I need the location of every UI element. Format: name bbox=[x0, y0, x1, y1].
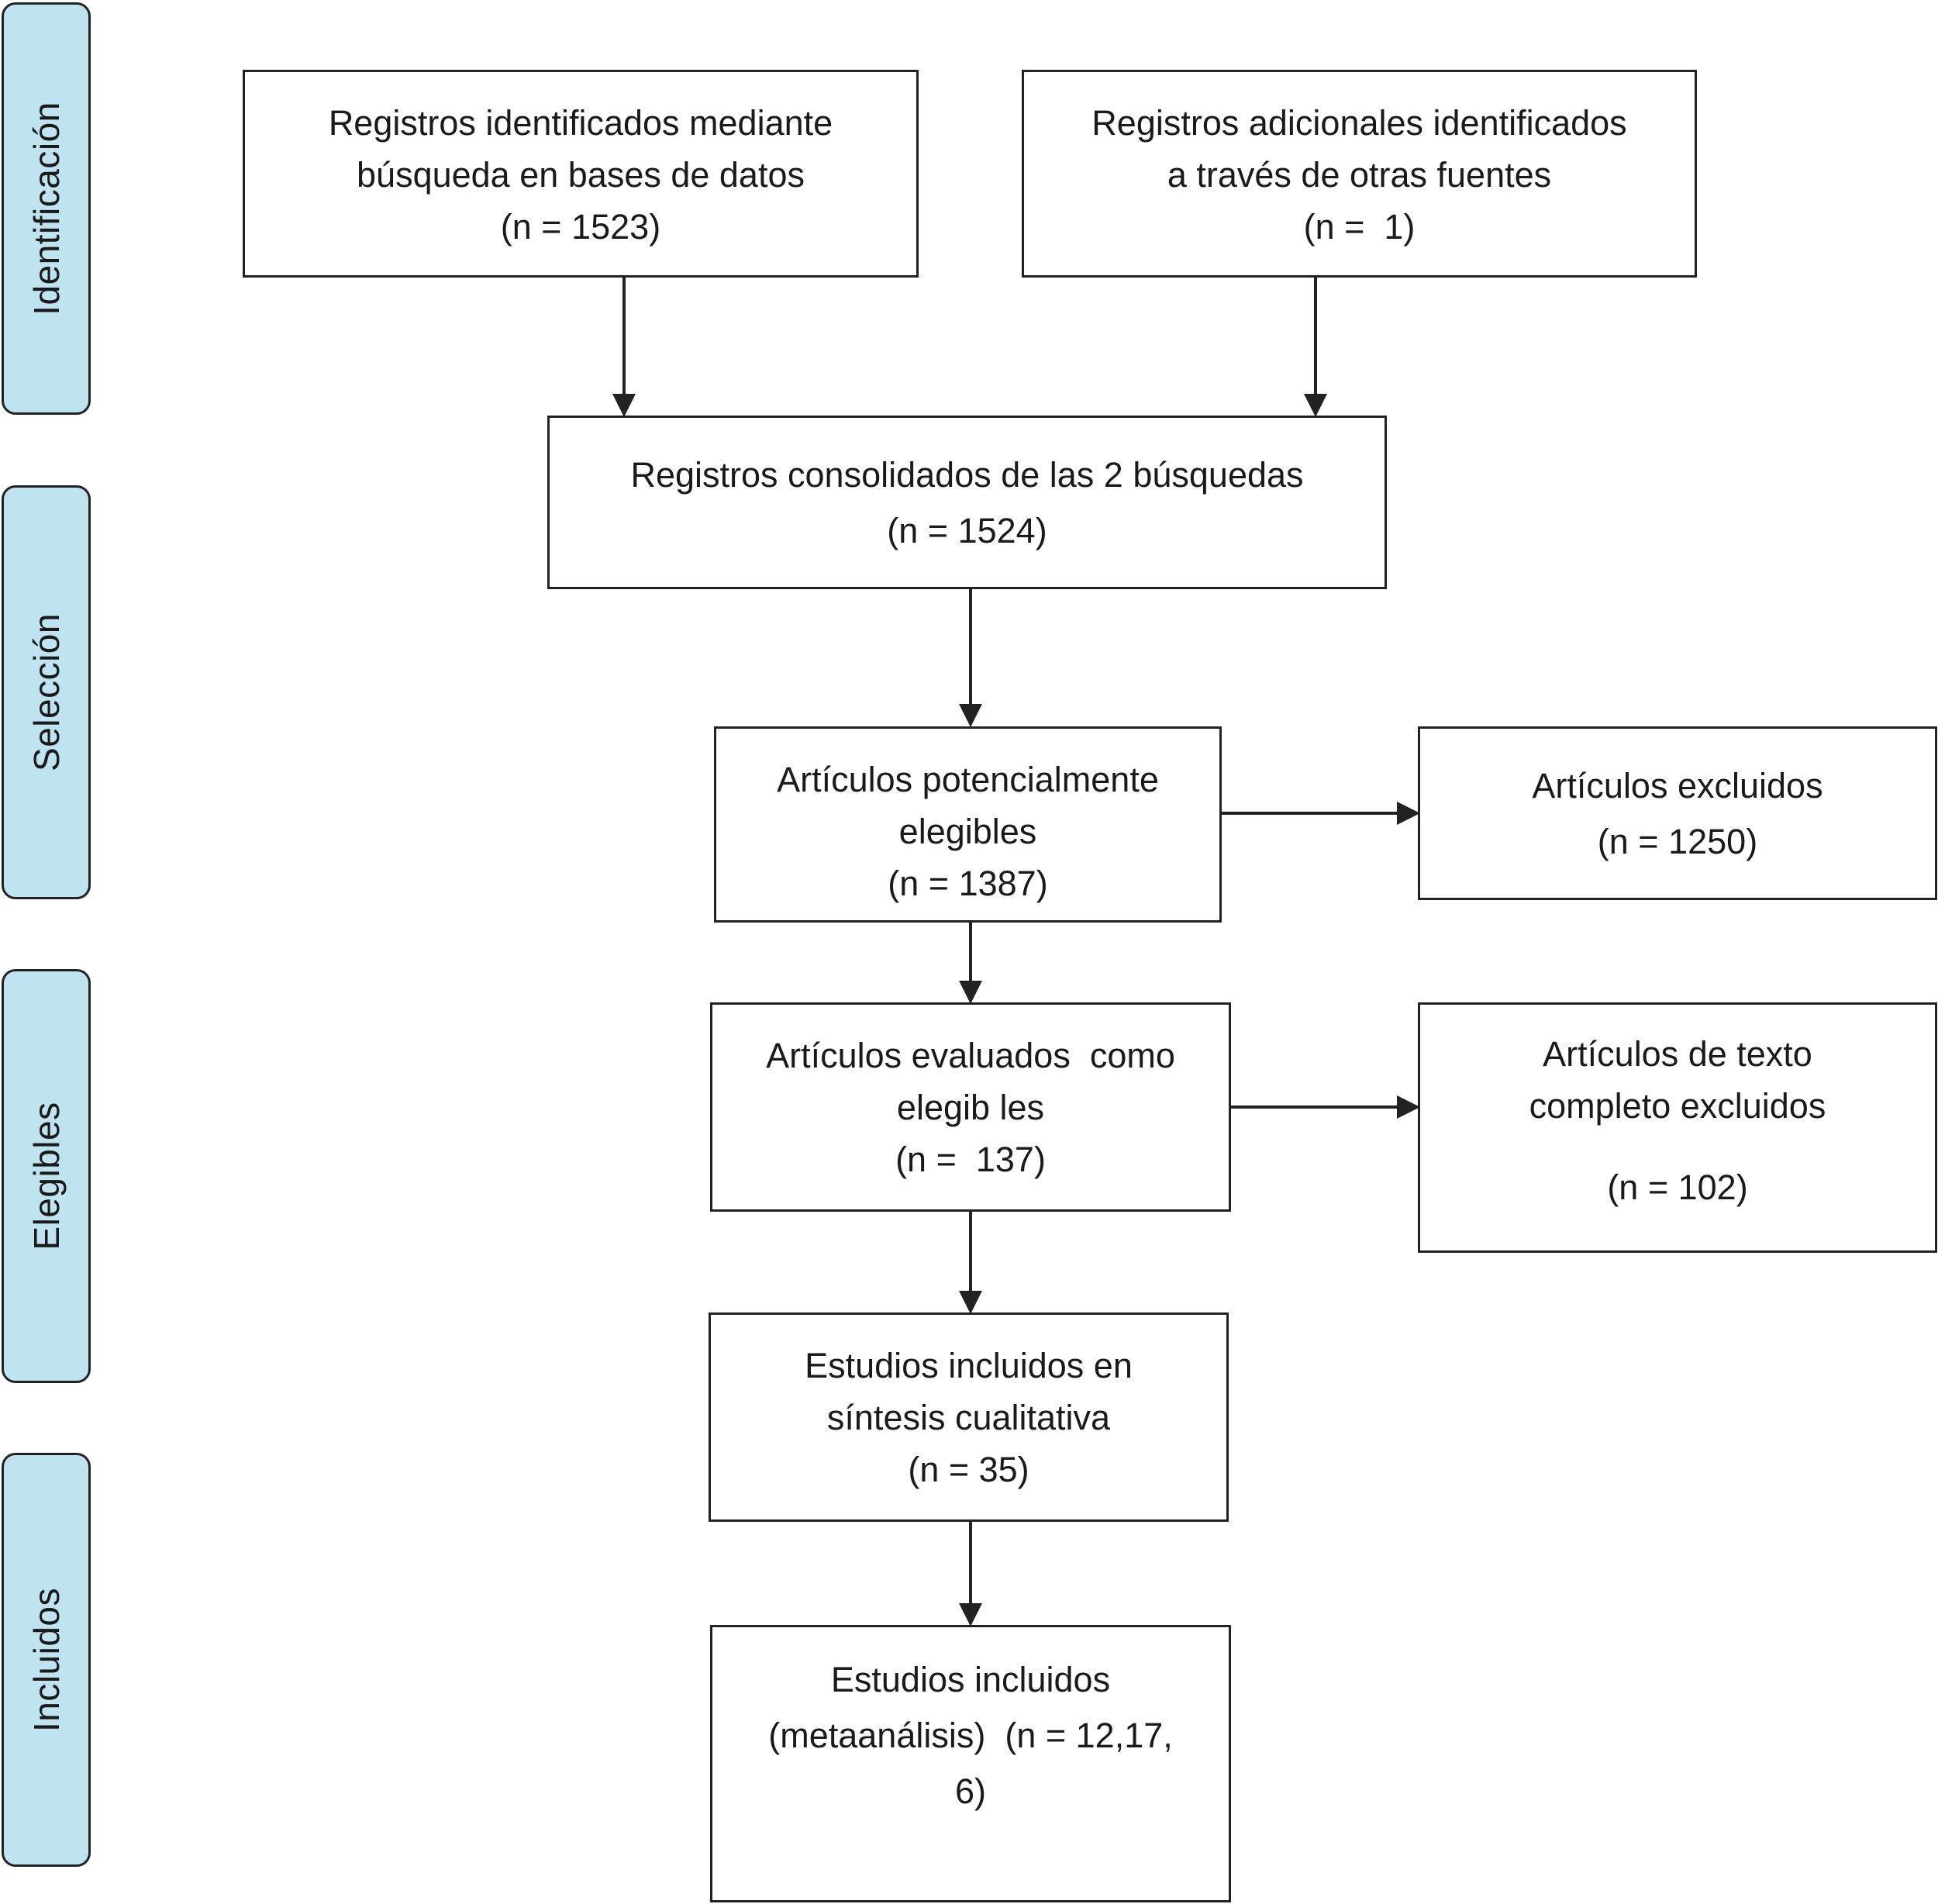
box-line: Artículos de texto bbox=[1543, 1034, 1812, 1074]
stage-seleccion: Selección bbox=[2, 485, 91, 899]
arrowhead bbox=[1397, 1095, 1420, 1119]
box-line: (n = 1524) bbox=[887, 511, 1047, 550]
box-line: Estudios incluidos bbox=[830, 1660, 1111, 1699]
box-line: a través de otras fuentes bbox=[1167, 155, 1552, 195]
box-line: síntesis cualitativa bbox=[826, 1398, 1111, 1437]
box-line: Registros consolidados de las 2 búsqueda… bbox=[630, 455, 1304, 495]
arrowhead bbox=[1304, 394, 1327, 417]
arrowhead bbox=[612, 394, 636, 417]
box-line: Artículos excluidos bbox=[1532, 766, 1823, 805]
box-database-records: Registros identificados mediante búsqued… bbox=[243, 70, 919, 278]
box-line: elegib les bbox=[896, 1088, 1045, 1127]
box-excluded: Artículos excluidos (n = 1250) bbox=[1418, 726, 1937, 900]
box-line: búsqueda en bases de datos bbox=[357, 155, 805, 195]
box-line: (n = 1) bbox=[1303, 207, 1416, 247]
arrowhead bbox=[1397, 802, 1420, 825]
box-line: Estudios incluidos en bbox=[805, 1346, 1133, 1385]
box-line: elegibles bbox=[898, 812, 1037, 851]
box-qualitative-synthesis: Estudios incluidos en síntesis cualitati… bbox=[709, 1312, 1229, 1522]
box-line: (n = 35) bbox=[908, 1450, 1029, 1489]
box-line: Artículos evaluados como bbox=[766, 1036, 1175, 1075]
stage-identificacion: Identificación bbox=[2, 2, 91, 415]
stage-incluidos: Incluidos bbox=[2, 1453, 91, 1867]
box-consolidated: Registros consolidados de las 2 búsqueda… bbox=[547, 416, 1387, 589]
box-other-sources: Registros adicionales identificados a tr… bbox=[1022, 70, 1697, 278]
box-line: Registros identificados mediante bbox=[328, 103, 833, 143]
arrowhead bbox=[959, 981, 982, 1004]
box-line: Artículos potencialmente bbox=[777, 760, 1159, 799]
stage-elegibles: Elegibles bbox=[2, 969, 91, 1383]
box-line: Registros adicionales identificados bbox=[1091, 103, 1627, 143]
box-line: (n = 102) bbox=[1607, 1168, 1748, 1207]
box-potentially-eligible: Artículos potencialmente elegibles (n = … bbox=[714, 726, 1222, 923]
box-line: (n = 1387) bbox=[888, 864, 1048, 903]
box-line: (n = 137) bbox=[895, 1140, 1046, 1179]
box-line: (n = 1250) bbox=[1597, 822, 1758, 861]
box-line: (metaanálisis) (n = 12,17, bbox=[768, 1716, 1173, 1755]
arrowhead bbox=[959, 1291, 982, 1314]
box-fulltext-excluded: Artículos de texto completo excluidos (n… bbox=[1418, 1002, 1937, 1253]
box-meta-analysis: Estudios incluidos (metaanálisis) (n = 1… bbox=[710, 1625, 1231, 1902]
arrowhead bbox=[959, 1603, 982, 1626]
box-line: (n = 1523) bbox=[500, 207, 661, 247]
box-assessed-eligible: Artículos evaluados como elegib les (n =… bbox=[710, 1002, 1231, 1212]
arrowhead bbox=[959, 704, 982, 727]
box-line: 6) bbox=[954, 1771, 986, 1811]
box-line: completo excluidos bbox=[1529, 1086, 1826, 1126]
